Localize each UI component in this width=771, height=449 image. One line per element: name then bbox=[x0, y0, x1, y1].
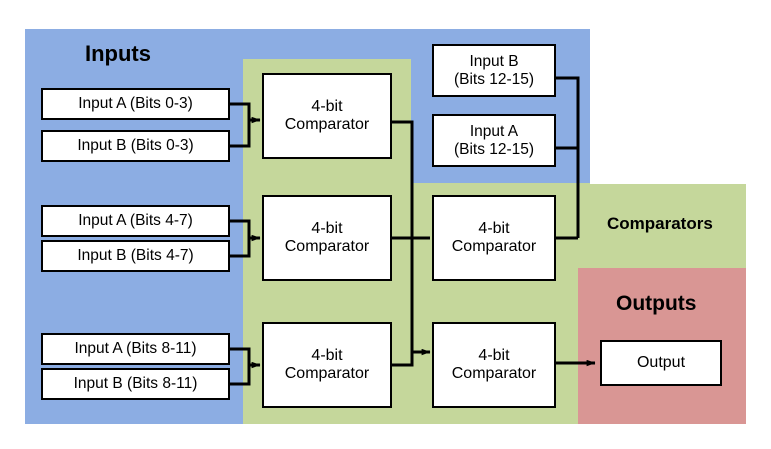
output-label: Output bbox=[636, 354, 686, 372]
input-label: Input A (Bits 0-3) bbox=[78, 95, 193, 113]
input-label: Input B (Bits 8-11) bbox=[73, 375, 198, 393]
comparator-box-4[interactable]: 4-bit Comparator bbox=[432, 195, 556, 281]
input-box-a-bits-0-3[interactable]: Input A (Bits 0-3) bbox=[41, 88, 230, 120]
region-label-inputs: Inputs bbox=[85, 41, 151, 66]
region-label-comparators: Comparators bbox=[607, 214, 713, 233]
input-label: Input B (Bits 4-7) bbox=[77, 247, 194, 265]
comparator-label: 4-bit Comparator bbox=[284, 220, 370, 255]
output-box[interactable]: Output bbox=[600, 340, 722, 386]
input-box-b-bits-4-7[interactable]: Input B (Bits 4-7) bbox=[41, 240, 230, 272]
input-box-a-bits-4-7[interactable]: Input A (Bits 4-7) bbox=[41, 205, 230, 237]
comparator-label: 4-bit Comparator bbox=[451, 220, 537, 255]
input-label: Input A (Bits 8-11) bbox=[74, 340, 197, 358]
comparator-label: 4-bit Comparator bbox=[451, 347, 537, 382]
input-box-a-bits-12-15[interactable]: Input A (Bits 12-15) bbox=[432, 114, 556, 167]
input-label: Input A (Bits 4-7) bbox=[78, 212, 193, 230]
region-inputs-top-mid bbox=[243, 29, 411, 59]
input-label: Input B (Bits 0-3) bbox=[77, 137, 194, 155]
input-label: Input B (Bits 12-15) bbox=[453, 53, 535, 88]
input-label: Input A (Bits 12-15) bbox=[453, 123, 535, 158]
comparator-box-3[interactable]: 4-bit Comparator bbox=[262, 322, 392, 408]
region-label-outputs: Outputs bbox=[616, 292, 697, 315]
input-box-b-bits-8-11[interactable]: Input B (Bits 8-11) bbox=[41, 368, 230, 400]
input-box-b-bits-0-3[interactable]: Input B (Bits 0-3) bbox=[41, 130, 230, 162]
comparator-label: 4-bit Comparator bbox=[284, 98, 370, 133]
comparator-label: 4-bit Comparator bbox=[284, 347, 370, 382]
comparator-box-5[interactable]: 4-bit Comparator bbox=[432, 322, 556, 408]
comparator-box-1[interactable]: 4-bit Comparator bbox=[262, 73, 392, 159]
region-comparators-panel bbox=[578, 184, 746, 268]
input-box-b-bits-12-15[interactable]: Input B (Bits 12-15) bbox=[432, 44, 556, 97]
input-box-a-bits-8-11[interactable]: Input A (Bits 8-11) bbox=[41, 333, 230, 365]
comparator-box-2[interactable]: 4-bit Comparator bbox=[262, 195, 392, 281]
